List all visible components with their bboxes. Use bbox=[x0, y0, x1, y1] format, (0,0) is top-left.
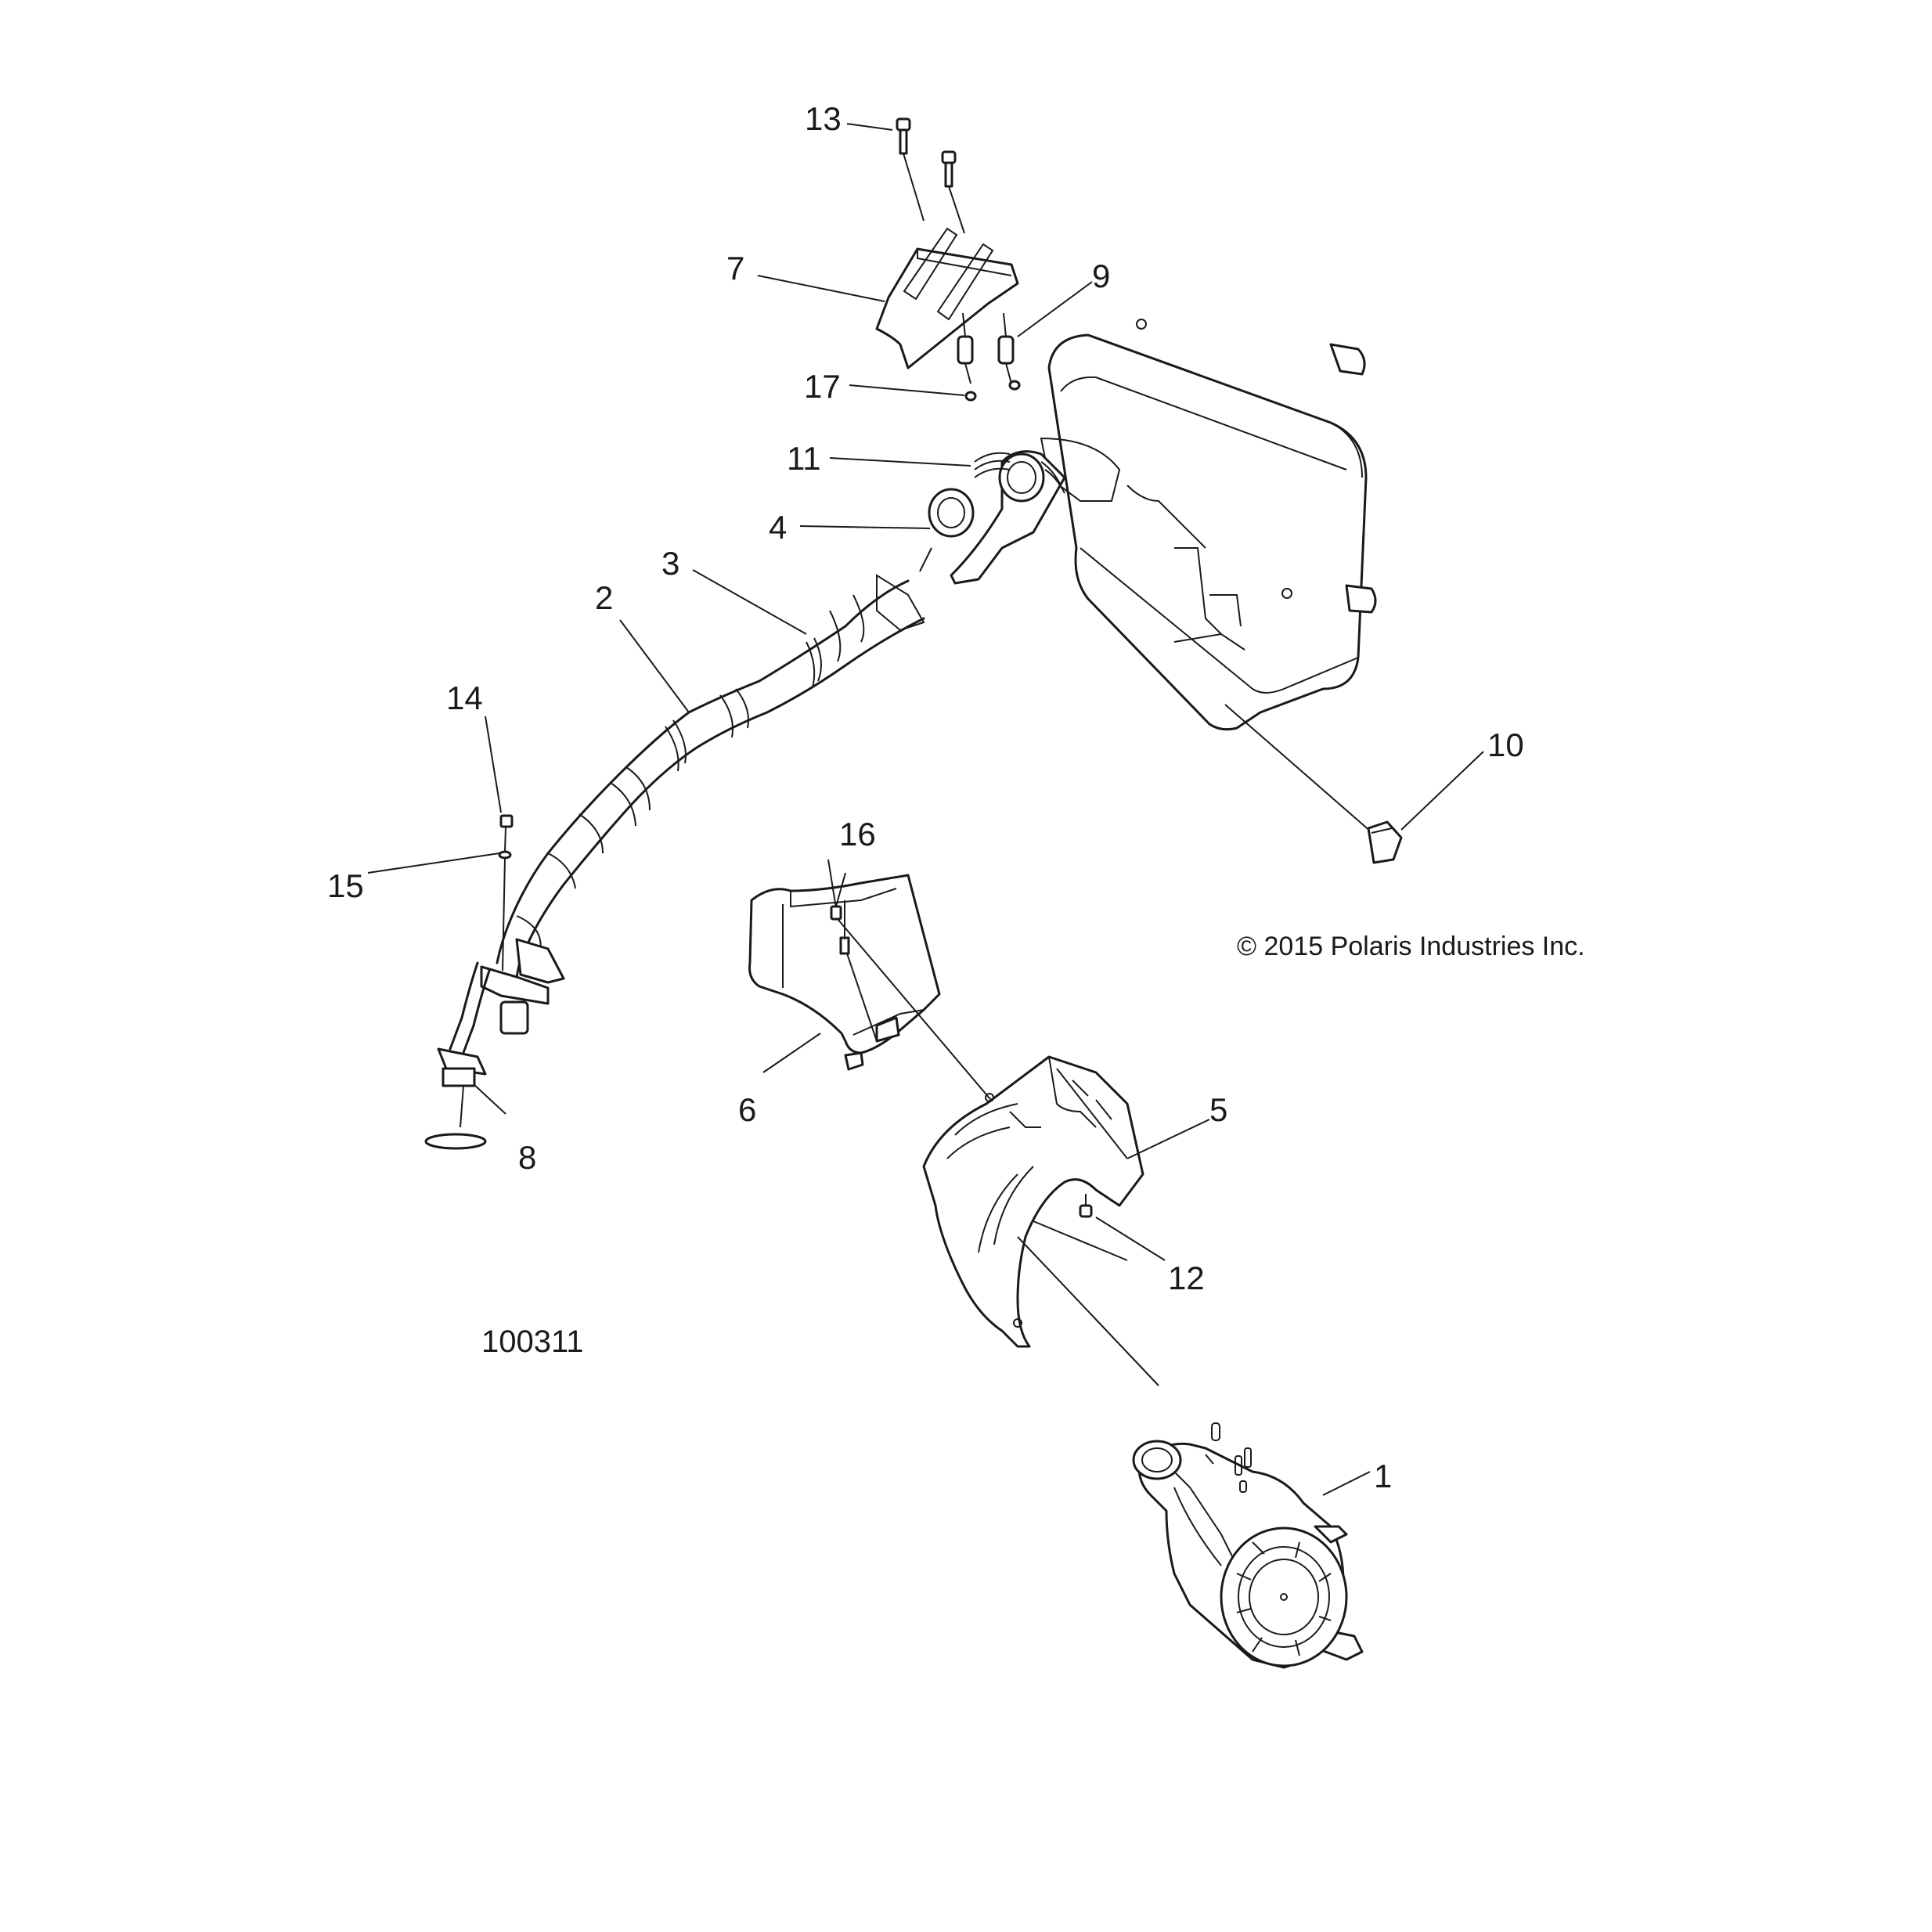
callouts: 1 2 3 4 5 6 7 8 9 10 11 12 13 14 15 16 1… bbox=[327, 100, 1524, 1494]
pipe-heat-shield bbox=[748, 874, 941, 1071]
figure-number: 100311 bbox=[481, 1325, 584, 1359]
muffler bbox=[1017, 1236, 1364, 1669]
callout-8: 8 bbox=[518, 1139, 536, 1176]
callout-14: 14 bbox=[446, 679, 483, 716]
exhaust-pipes bbox=[480, 574, 925, 1035]
callout-15: 15 bbox=[327, 867, 364, 904]
callout-16: 16 bbox=[839, 816, 876, 852]
callout-5: 5 bbox=[1209, 1091, 1227, 1128]
grommet bbox=[1367, 820, 1403, 864]
callout-13: 13 bbox=[805, 100, 842, 137]
bolts bbox=[896, 117, 965, 234]
callout-1: 1 bbox=[1374, 1458, 1392, 1494]
callout-6: 6 bbox=[738, 1091, 756, 1128]
callout-17: 17 bbox=[804, 368, 841, 405]
screw-lower bbox=[1033, 1194, 1128, 1261]
callout-10: 10 bbox=[1487, 726, 1524, 763]
screw-upper bbox=[827, 859, 995, 1105]
copyright-note: © 2015 Polaris Industries Inc. bbox=[1237, 932, 1585, 961]
flange-gasket bbox=[424, 1085, 487, 1150]
header-pipe bbox=[437, 961, 491, 1087]
callout-11: 11 bbox=[787, 440, 821, 477]
callout-7: 7 bbox=[726, 250, 744, 287]
spacers bbox=[957, 312, 1015, 384]
leader-lines bbox=[367, 123, 1484, 1496]
stud-nut-washer bbox=[498, 814, 514, 971]
spring-clamp-and-outlet bbox=[950, 450, 1066, 585]
callout-2: 2 bbox=[595, 579, 613, 616]
callout-9: 9 bbox=[1092, 258, 1110, 294]
washers-upper bbox=[964, 380, 1021, 402]
mounting-bracket bbox=[875, 227, 1019, 369]
callout-4: 4 bbox=[769, 509, 787, 546]
callout-12: 12 bbox=[1168, 1260, 1205, 1296]
muffler-heat-shield bbox=[922, 1055, 1144, 1348]
resonator-canister bbox=[1040, 319, 1379, 838]
gasket-ring bbox=[919, 488, 975, 572]
callout-3: 3 bbox=[661, 545, 679, 582]
